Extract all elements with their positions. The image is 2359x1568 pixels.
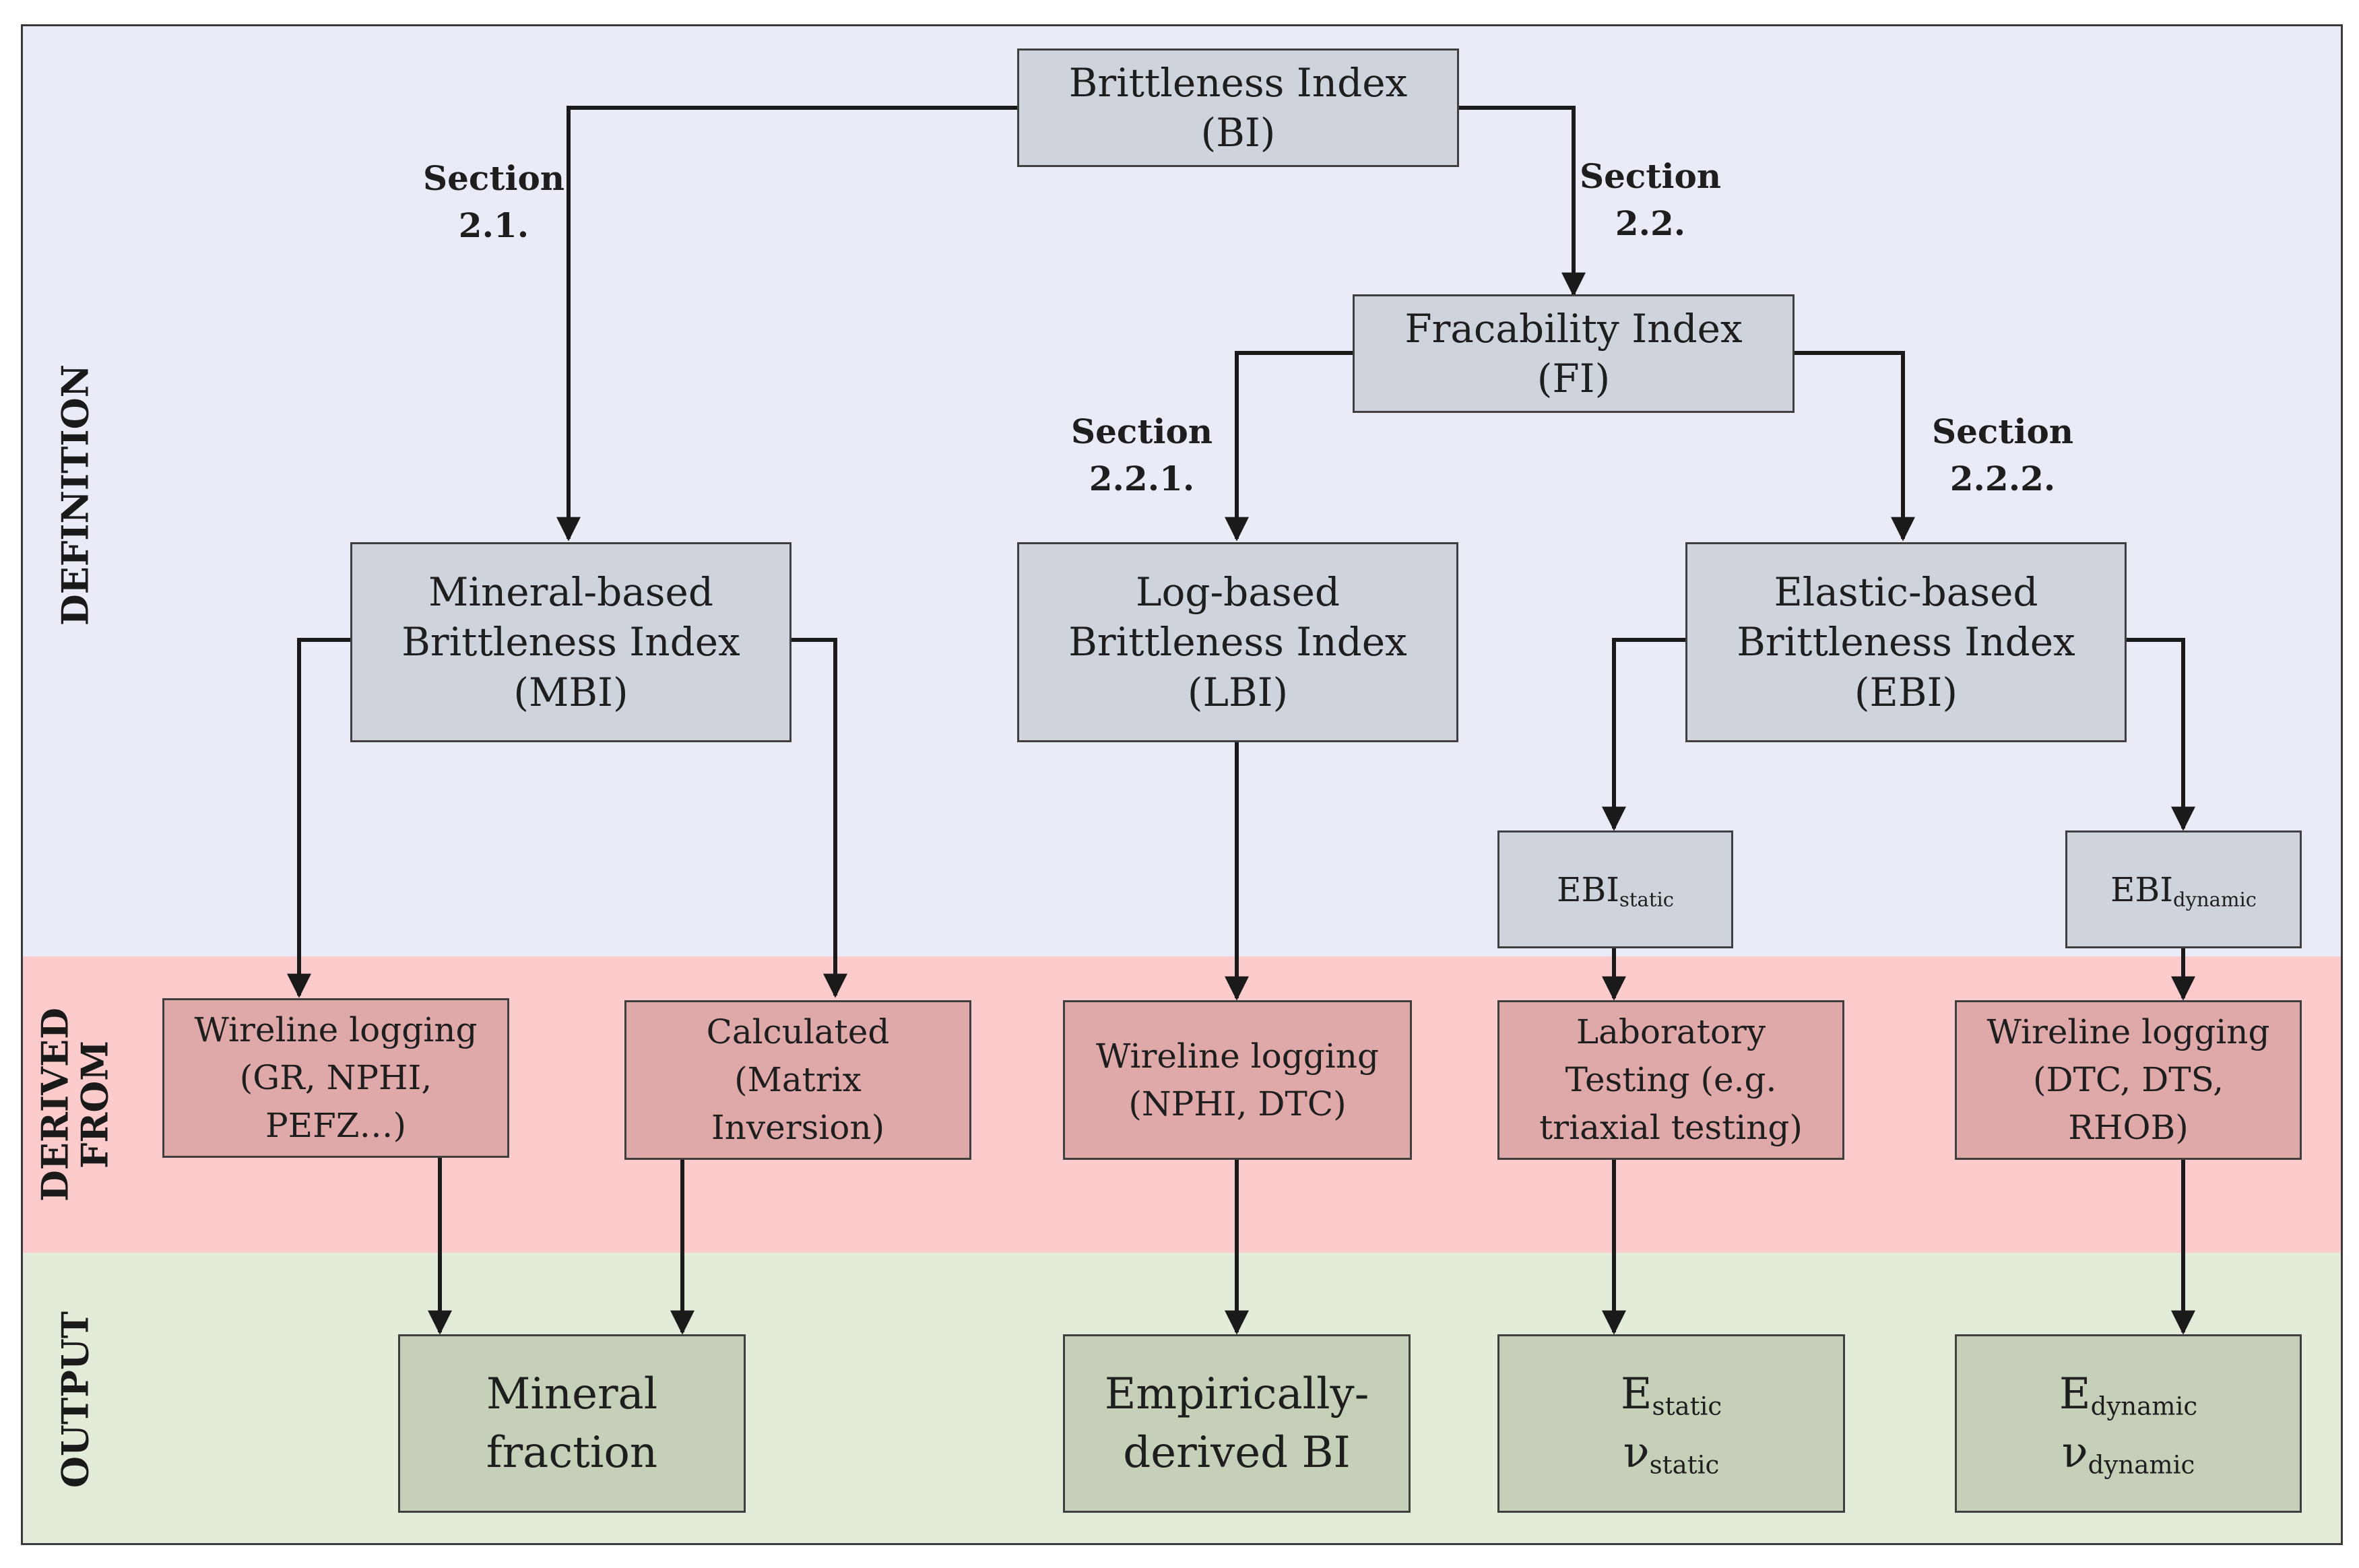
elastic-based-bi-box: Elastic-based Brittleness Index (EBI) [1685,542,2127,742]
section-label-2-2-2: Section 2.2.2. [1932,412,2074,498]
arrow-fi-to-ebi [1795,351,1915,542]
wireline-logging-mbi-box: Wireline logging (GR, NPHI, PEFZ…) [162,998,509,1158]
e-dynamic-label: Edynamic [2059,1369,2198,1421]
nu-static-label: νstatic [1623,1427,1720,1479]
fracability-index-box: Fracability Index (FI) [1353,294,1795,413]
brittleness-index-box: Brittleness Index (BI) [1017,48,1459,167]
static-elastic-output-box: Estatic νstatic [1497,1334,1845,1513]
calculated-matrix-inversion-box: Calculated (Matrix Inversion) [624,1000,971,1160]
ebi-static-box: EBIstatic [1497,830,1733,948]
laboratory-testing-box: Laboratory Testing (e.g. triaxial testin… [1497,1000,1844,1160]
arrow-mbi-to-calculated [791,638,847,998]
section-label-2-2-1: Section 2.2.1. [1071,412,1213,498]
log-based-bi-box: Log-based Brittleness Index (LBI) [1017,542,1458,742]
section-label-2-2: Section 2.2. [1580,156,1722,243]
wireline-logging-ebi-box: Wireline logging (DTC, DTS, RHOB) [1955,1000,2302,1160]
diagram-frame [21,24,2343,1545]
arrow-ebi-to-static [1602,638,1685,831]
mineral-fraction-box: Mineral fraction [398,1334,746,1513]
ebi-dynamic-label: EBIdynamic [2110,870,2257,911]
arrow-fi-to-lbi [1225,351,1353,542]
section-label-2-1: Section 2.1. [423,158,565,245]
dynamic-elastic-output-box: Edynamic νdynamic [1955,1334,2302,1513]
wireline-logging-lbi-box: Wireline logging (NPHI, DTC) [1063,1000,1412,1160]
e-static-label: Estatic [1620,1369,1722,1421]
nu-dynamic-label: νdynamic [2061,1427,2195,1479]
definition-band [23,26,2341,956]
ebi-dynamic-box: EBIdynamic [2065,830,2302,948]
arrow-ebi-to-dynamic [2127,638,2195,831]
arrow-mbi-to-wireline [287,638,350,998]
arrow-bi-to-fi [1459,106,1586,297]
arrow-bi-to-mbi [556,106,1017,542]
empirically-derived-bi-box: Empirically-derived BI [1063,1334,1411,1513]
mineral-based-bi-box: Mineral-based Brittleness Index (MBI) [350,542,791,742]
ebi-static-label: EBIstatic [1557,870,1674,911]
